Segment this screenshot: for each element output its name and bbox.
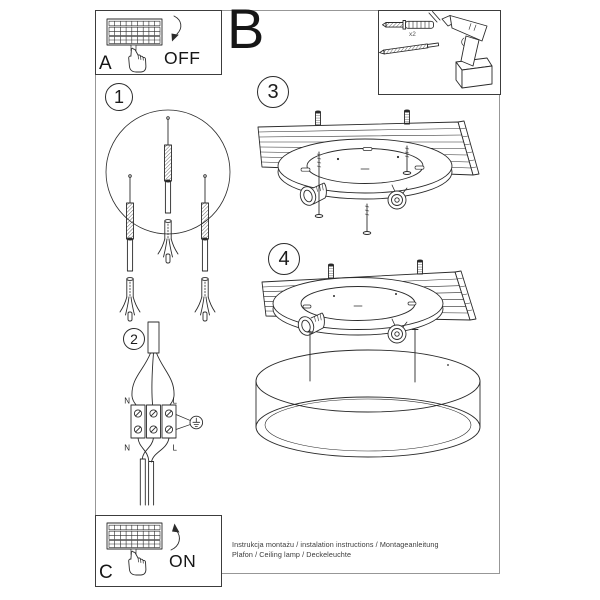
wall-anchor-icon xyxy=(328,263,334,279)
curved-arrow-up-icon xyxy=(170,523,180,551)
circuit-breaker-on-illustration xyxy=(106,522,180,576)
wall-anchor-icon xyxy=(404,109,410,125)
anchor-quantity-label: x2 xyxy=(409,31,416,38)
neutral-label-top: N xyxy=(124,397,130,406)
step2-wiring-illustration: N L N L xyxy=(124,321,204,506)
neutral-label-bottom: N xyxy=(124,444,130,453)
step-2-number: 2 xyxy=(123,328,145,350)
live-label-top: L xyxy=(173,397,178,406)
mounting-screws xyxy=(314,145,412,235)
wall-plug-icon xyxy=(382,20,434,30)
screw-and-plug-icon xyxy=(119,174,141,322)
tools-illustration xyxy=(379,11,493,89)
hand-icon xyxy=(128,550,147,576)
step3-mounting-illustration xyxy=(257,109,480,235)
screw-and-plug-icon xyxy=(157,116,179,264)
drum-shade xyxy=(255,349,481,458)
box-c-letter: C xyxy=(99,562,113,583)
hand-icon xyxy=(128,47,147,73)
shade-support-rods xyxy=(306,328,419,383)
wall-anchor-icon xyxy=(417,259,423,275)
step4-shade-illustration xyxy=(255,259,481,458)
terminal-block xyxy=(130,404,177,439)
on-label: ON xyxy=(169,551,197,571)
footer-product-line: Plafon / Ceiling lamp / Deckeleuchte xyxy=(232,549,352,559)
power-drill-icon xyxy=(428,11,493,89)
cable-icon xyxy=(147,321,160,354)
live-label-bottom: L xyxy=(173,444,178,453)
circuit-breaker-off-illustration xyxy=(106,15,182,73)
step-1-number: 1 xyxy=(105,83,133,111)
section-b-label: B xyxy=(227,0,265,60)
breaker-panel-icon xyxy=(106,18,163,51)
terminal-screws xyxy=(133,409,174,434)
box-a-letter: A xyxy=(99,53,112,74)
twisted-wires-and-cables xyxy=(137,437,170,506)
page-frame xyxy=(95,10,500,574)
step1-anchors-illustration xyxy=(105,109,231,322)
curved-arrow-down-icon xyxy=(171,15,182,42)
wall-anchor-icon xyxy=(315,110,321,126)
step-3-number: 3 xyxy=(257,76,289,108)
screw-and-plug-icon xyxy=(194,174,216,322)
step-4-number: 4 xyxy=(268,243,300,275)
off-label: OFF xyxy=(164,48,201,68)
earth-ground-icon xyxy=(175,414,204,430)
footer-text: Instrukcja montażu / instalation instruc… xyxy=(232,540,498,559)
drill-bit-icon xyxy=(379,42,440,55)
footer-instructions-line: Instrukcja montażu / instalation instruc… xyxy=(232,540,439,549)
breaker-panel-icon xyxy=(106,522,163,555)
wires xyxy=(131,352,175,406)
